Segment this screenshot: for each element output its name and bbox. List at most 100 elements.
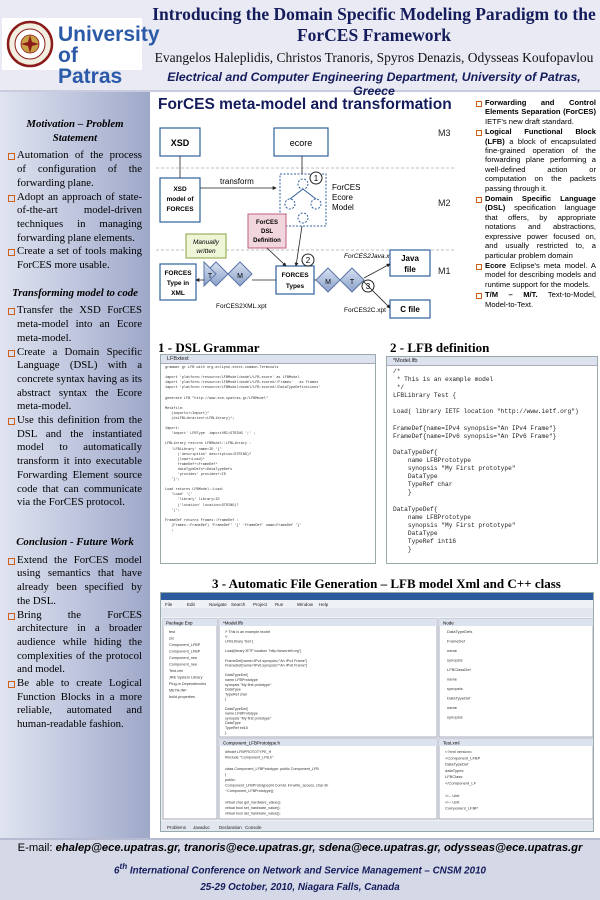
- code-line: ('location' location=STRING)?: [165, 503, 239, 508]
- conclusion-list: Extend the ForCES model using semantics …: [8, 554, 142, 732]
- level-m2: M2: [438, 198, 451, 208]
- code-line: FrameDef{name=IPv6 synopsis="An IPv6 Fra…: [393, 432, 557, 440]
- definition-term: Domain Specific Language (DSL): [485, 194, 596, 213]
- forces2xml-transformer-icon: T M: [203, 260, 253, 288]
- code-line: ;: [165, 529, 174, 533]
- generation-title: 3 - Automatic File Generation – LFB mode…: [212, 576, 561, 591]
- svg-text:Type in: Type in: [167, 280, 189, 287]
- forces-ecore-label-3: Model: [332, 203, 354, 212]
- code-line: synopsis "My First prototype": [393, 465, 516, 473]
- definition-text: specification language that offers, by a…: [485, 203, 596, 260]
- outline-view: Node DataTypeDefsFrameDefnamesynopsisLFB…: [438, 618, 593, 738]
- explorer-item: build.properties: [169, 695, 195, 699]
- xml-editor: Test.xml <?xml version=<Component_LFBP D…: [438, 738, 593, 820]
- c-file-box: C file: [389, 299, 431, 319]
- svg-text:file: file: [404, 265, 416, 274]
- code-line: DataTypeDef{: [225, 673, 249, 677]
- code-line: #ifndef LFBPROTOTYPE_H: [225, 750, 272, 754]
- svg-text:Definition: Definition: [253, 238, 281, 244]
- definition-term: Logical Functional Block (LFB): [485, 127, 596, 146]
- menu-item[interactable]: Navigate: [209, 602, 227, 607]
- code-line: virtual bool del_hardware_value();: [225, 812, 281, 816]
- menu-item[interactable]: Window: [297, 602, 314, 607]
- outline-item: synopsis: [447, 658, 463, 663]
- code-line: }: [393, 546, 412, 554]
- svg-text:FORCES: FORCES: [164, 270, 192, 277]
- code-line: TypeRef int16: [393, 537, 457, 545]
- code-line: Component_LFBP: [445, 806, 478, 811]
- editor-tab: LFBxtext: [161, 355, 375, 364]
- code-line: Import:: [165, 427, 180, 432]
- explorer-item: test: [169, 630, 176, 634]
- code-line: import 'platform:/resource/LFBModel/mode…: [165, 386, 321, 391]
- forces-types-box: FORCES Types: [275, 265, 315, 295]
- svg-text:model of: model of: [166, 196, 194, 203]
- transforming-item: Create a Domain Specific Language (DSL) …: [8, 346, 142, 415]
- transforming-item: Transfer the XSD ForCES meta-model into …: [8, 304, 142, 345]
- definition-item: Forwarding and Control Elements Separati…: [476, 98, 596, 126]
- code-line: DataType: [225, 688, 241, 692]
- definition-term: Forwarding and Control Elements Separati…: [485, 98, 596, 117]
- bottom-tab[interactable]: Console: [245, 825, 262, 830]
- menu-item[interactable]: Run: [275, 602, 284, 607]
- t-label: T: [208, 273, 213, 280]
- code-line: }: [393, 489, 412, 497]
- bottom-tab[interactable]: Javadoc: [193, 825, 211, 830]
- menu-item[interactable]: Help: [319, 602, 329, 607]
- definition-item: T/M – M/T. Text-to-Model, Model-to-Text.: [476, 290, 596, 309]
- code-line: virtual char get_hardware_value();: [225, 800, 281, 804]
- definition-text: IETF's new draft standard.: [485, 116, 574, 126]
- university-name-line1: University: [58, 23, 160, 46]
- code-line: TypeRef char: [393, 481, 453, 489]
- explorer-item: Plug-in Dependencies: [169, 682, 206, 686]
- menu-item[interactable]: Search: [231, 602, 246, 607]
- university-seal-icon: [6, 20, 54, 68]
- definitions-list: Forwarding and Control Elements Separati…: [476, 98, 596, 310]
- menu-item[interactable]: File: [165, 602, 173, 607]
- email-line: E-mail: ehalep@ece.upatras.gr, tranoris@…: [0, 842, 600, 854]
- forces-xml-box: FORCES Type in XML: [159, 263, 197, 301]
- level-m3: M3: [438, 128, 451, 138]
- bottom-panel: [161, 821, 593, 831]
- code-line: LFBLibrary returns LFBModel::LFBLibrary …: [165, 442, 252, 447]
- dsl-definition-box: ForCES DSL Definition: [247, 213, 287, 249]
- motivation-item: Create a set of tools making ForCES more…: [8, 245, 142, 272]
- svg-text:ecore: ecore: [290, 138, 313, 148]
- svg-text:2: 2: [306, 256, 311, 265]
- conference-ordinal-suffix: th: [119, 862, 128, 871]
- menu-item[interactable]: Edit: [187, 602, 196, 607]
- m-label: M: [237, 273, 243, 280]
- svg-text:DSL: DSL: [261, 229, 273, 235]
- bottom-tab[interactable]: Problems: [167, 825, 187, 830]
- eclipse-screenshot: File Edit Navigate Search Project Run Window He…: [160, 592, 594, 832]
- svg-text:1: 1: [314, 174, 319, 183]
- metamodel-diagram: M3 M2 M1 XSD ecore XSD model of FORCES t…: [156, 122, 456, 344]
- code-line: * This is an example model: [393, 376, 494, 384]
- t-label: T: [350, 279, 355, 286]
- code-line: 'Load' '(': [165, 493, 193, 498]
- email-label: E-mail:: [17, 842, 53, 854]
- ecore-model-icon: [279, 173, 327, 227]
- explorer-item: JRE System Library: [169, 676, 203, 680]
- conference-line: 6th International Conference on Network …: [0, 862, 600, 876]
- definition-item: Domain Specific Language (DSL) specifica…: [476, 194, 596, 260]
- to-c-arrow: [363, 281, 391, 309]
- level-m1: M1: [438, 266, 451, 276]
- code-line: }: [225, 731, 227, 735]
- code-line: DataType: [393, 473, 438, 481]
- menu-item[interactable]: Project: [253, 602, 268, 607]
- definition-item: Logical Functional Block (LFB) a block o…: [476, 127, 596, 193]
- dsl-code: grammar gr.LFB with org.eclipse.xtext.co…: [161, 364, 375, 536]
- poster-title: Introducing the Domain Specific Modeling…: [150, 4, 598, 46]
- university-name-line2: of Patras: [58, 44, 123, 88]
- code-line: grammar gr.LFB with org.eclipse.xtext.co…: [165, 366, 279, 370]
- outline-item: name: [447, 648, 458, 653]
- explorer-item: Component_LFBP: [169, 650, 201, 654]
- code-line: /*: [393, 368, 401, 375]
- code-line: name LFBPrototype: [393, 513, 471, 521]
- code-line: virtual bool set_hardware_value();: [225, 806, 281, 810]
- code-line: [393, 441, 591, 449]
- code-line: {: [225, 772, 227, 776]
- bottom-tab[interactable]: Declaration: [219, 825, 242, 830]
